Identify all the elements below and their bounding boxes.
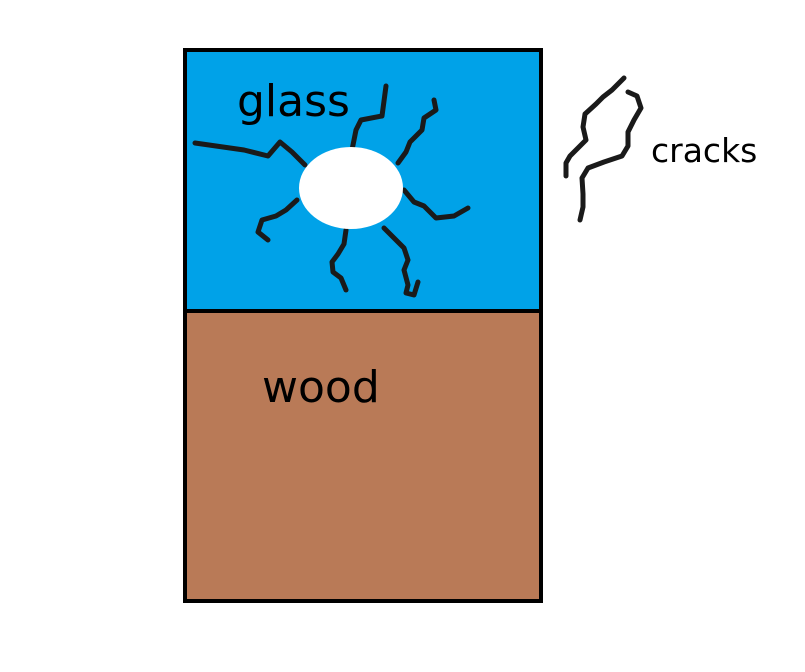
crack-line (401, 187, 471, 221)
glass-label: glass (237, 76, 350, 127)
crack-line (329, 227, 349, 293)
wood-label: wood (262, 362, 380, 413)
glass-hole (299, 147, 403, 229)
crack-sample-line (577, 89, 644, 223)
cracks-label: cracks (651, 131, 758, 170)
crack-line (381, 225, 421, 298)
crack-sample-icon (563, 75, 644, 223)
glass-cracks (192, 83, 471, 298)
crack-line (255, 197, 300, 243)
crack-line (349, 83, 389, 153)
crack-line (192, 139, 308, 168)
crack-sample-line (563, 75, 627, 179)
crack-line (395, 97, 439, 166)
wood-panel (183, 309, 543, 603)
